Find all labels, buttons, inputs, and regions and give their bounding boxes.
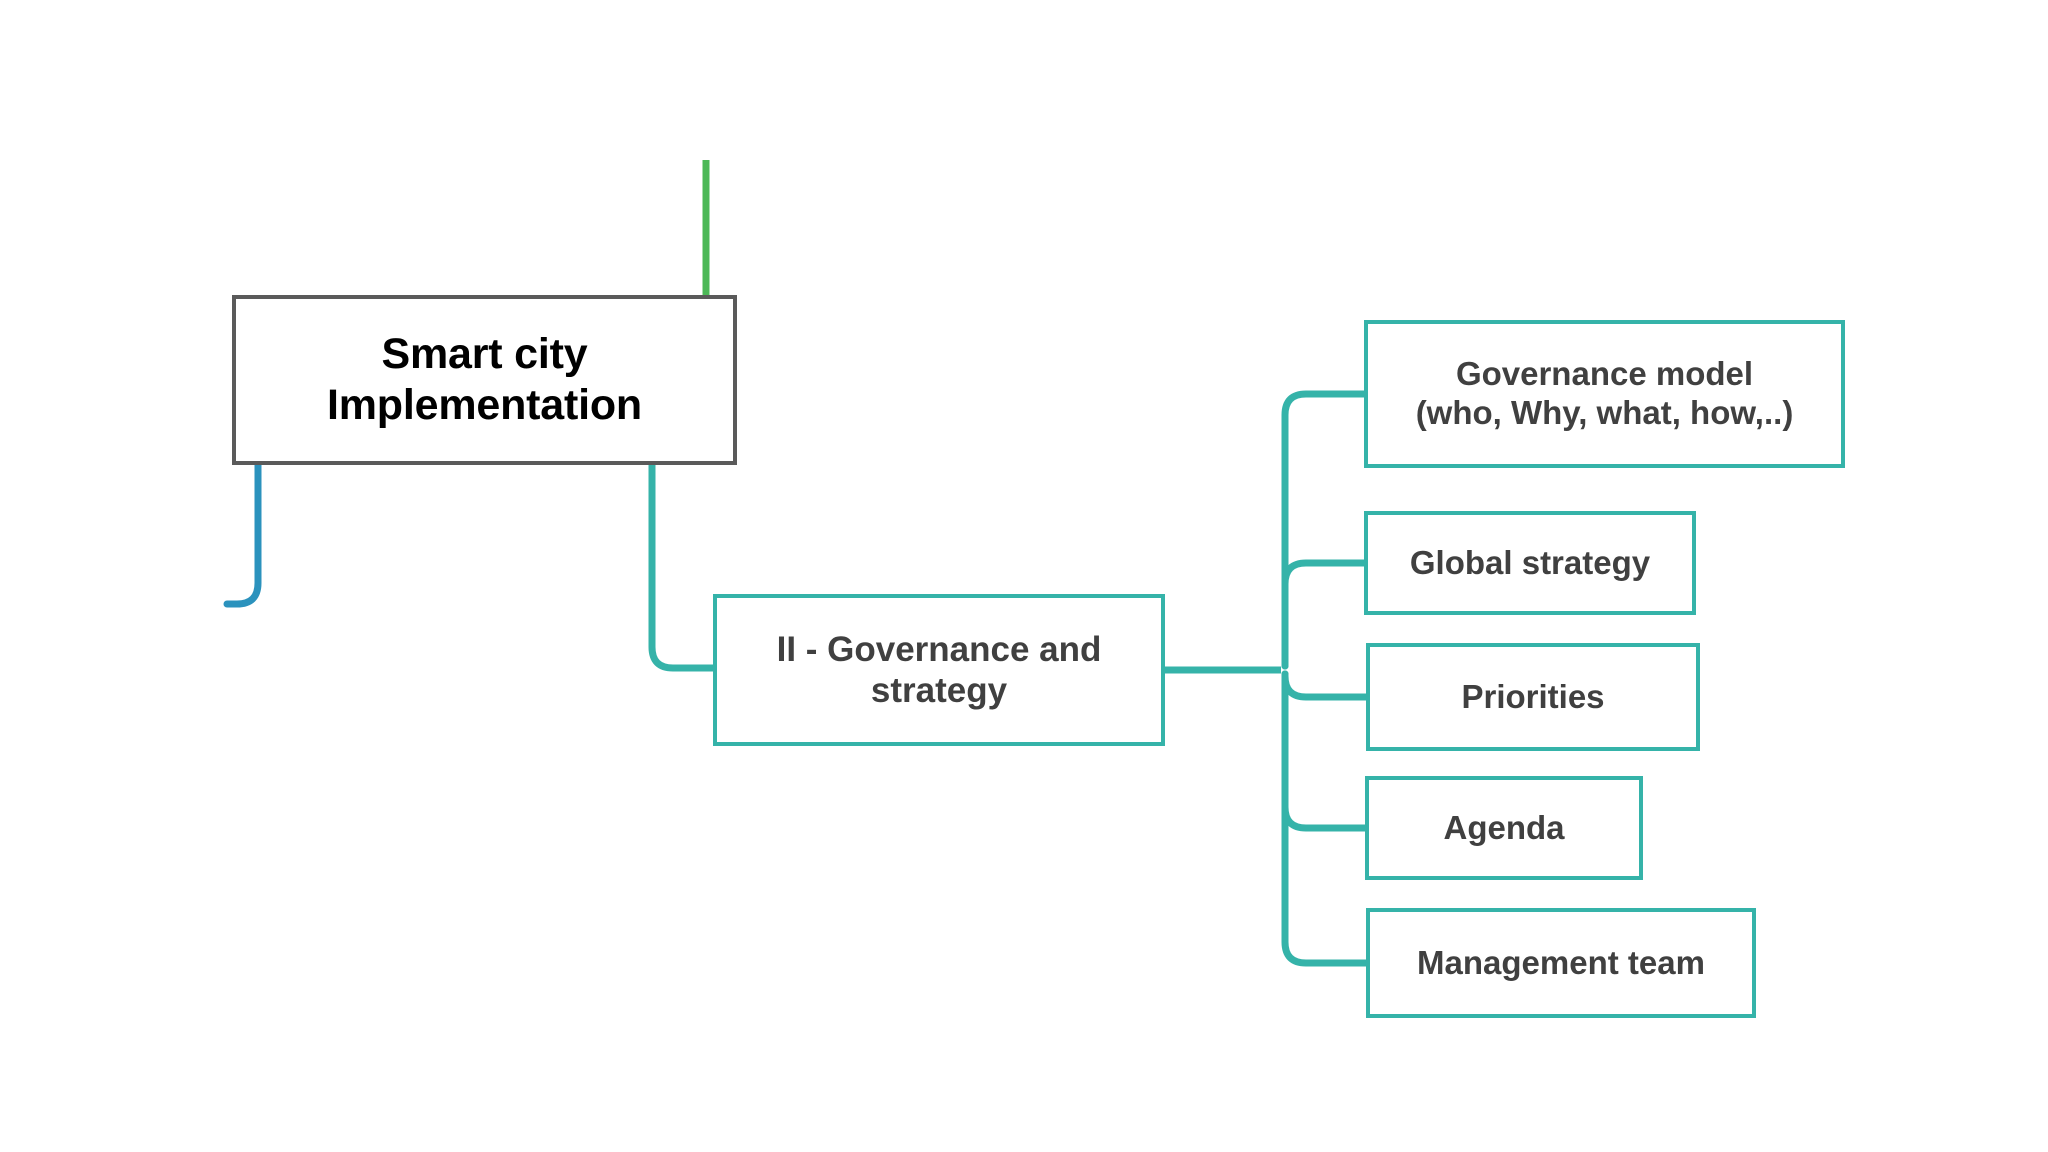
node-leaf-global-strategy-label: Global strategy	[1409, 543, 1651, 581]
node-root[interactable]: Smart city Implementation	[232, 295, 737, 465]
node-leaf-agenda-label: Agenda	[1443, 808, 1565, 846]
connector-leaf-management-team-icon	[1281, 670, 1370, 967]
connector-leaf-priorities-icon	[1281, 670, 1370, 701]
node-branch-governance-label: II - Governance and strategy	[776, 629, 1102, 710]
node-leaf-priorities[interactable]: Priorities	[1366, 643, 1700, 751]
node-leaf-management-team[interactable]: Management team	[1366, 908, 1756, 1018]
connector-leaf-governance-model-icon	[1281, 390, 1368, 670]
connector-leaf-agenda-icon	[1281, 670, 1369, 832]
node-leaf-governance-model[interactable]: Governance model (who, Why, what, how,..…	[1364, 320, 1845, 468]
node-root-label: Smart city Implementation	[327, 330, 642, 429]
connector-root-to-branch-icon	[648, 461, 717, 672]
connector-leaf-global-strategy-icon	[1281, 559, 1368, 670]
node-leaf-global-strategy[interactable]: Global strategy	[1364, 511, 1696, 615]
node-leaf-agenda[interactable]: Agenda	[1365, 776, 1643, 880]
connector-root-bottom-left-blue-icon	[223, 461, 262, 608]
node-leaf-management-team-label: Management team	[1417, 943, 1705, 981]
node-leaf-priorities-label: Priorities	[1461, 677, 1605, 715]
node-leaf-governance-model-label: Governance model (who, Why, what, how,..…	[1415, 355, 1794, 431]
node-branch-governance[interactable]: II - Governance and strategy	[713, 594, 1165, 746]
